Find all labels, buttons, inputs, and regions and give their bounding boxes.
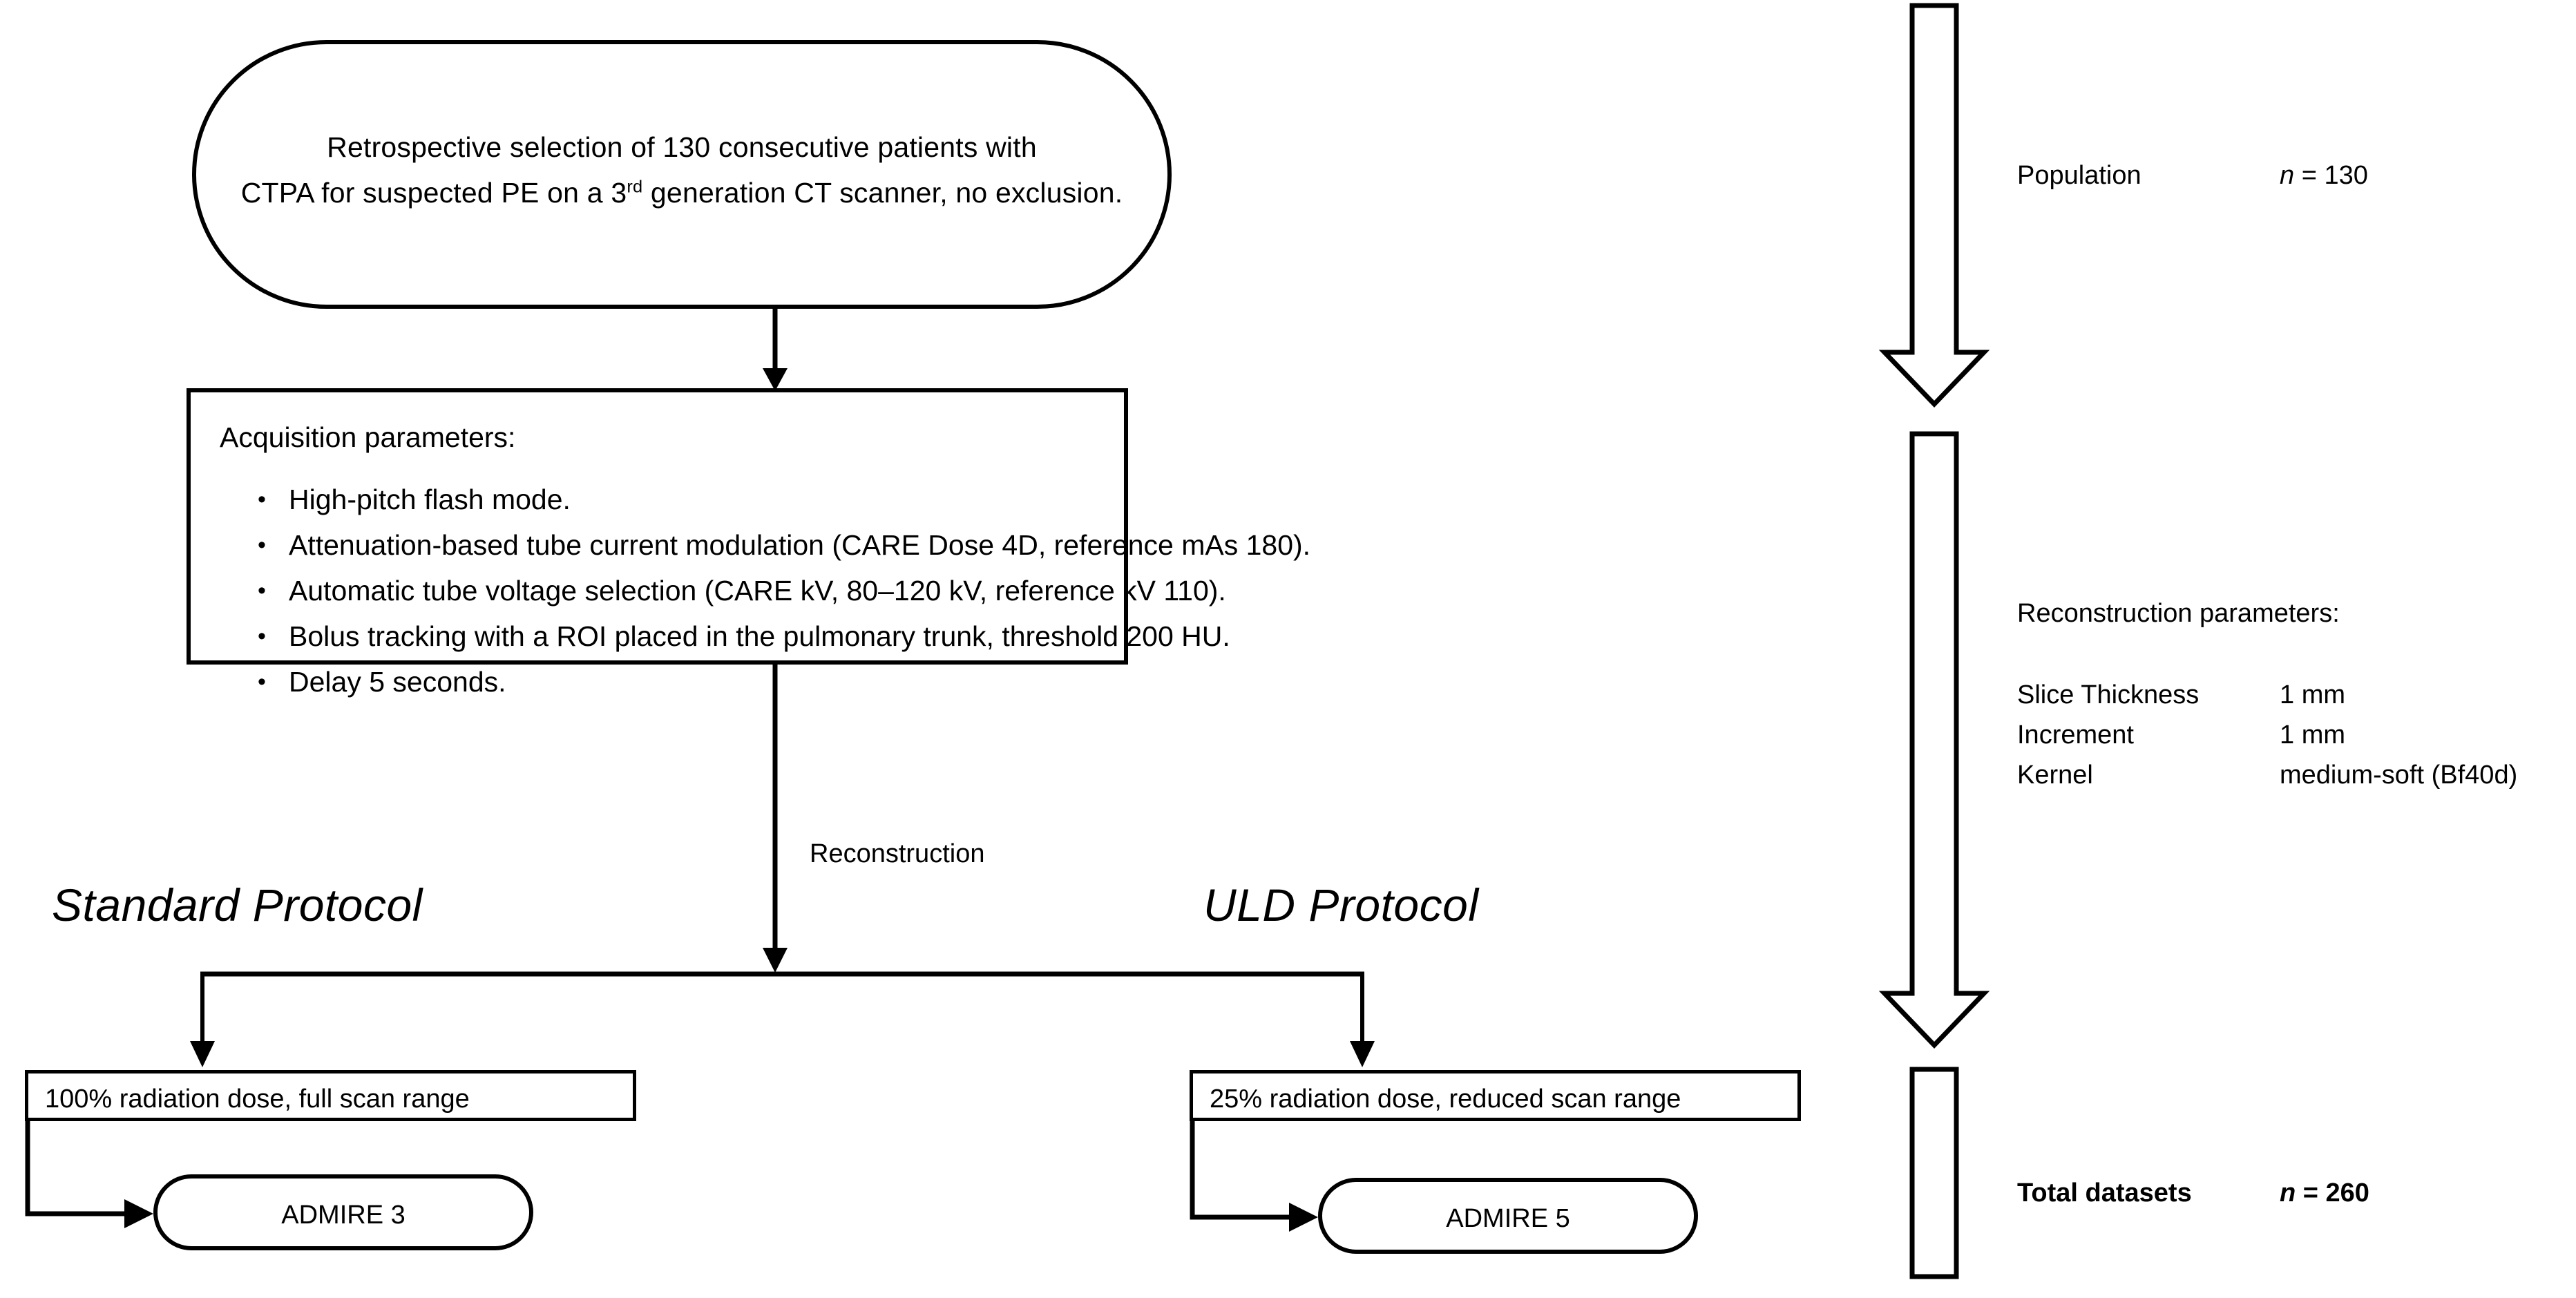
block-arrow-reconstruction bbox=[1878, 431, 1990, 1049]
node-patient-selection[interactable]: Retrospective selection of 130 consecuti… bbox=[192, 40, 1172, 309]
heading-uld-protocol: ULD Protocol bbox=[1203, 879, 1479, 930]
list-item: • Attenuation-based tube current modulat… bbox=[220, 522, 1310, 568]
edge-label-reconstruction: Reconstruction bbox=[810, 839, 985, 868]
node-admire-5[interactable]: ADMIRE 5 bbox=[1318, 1178, 1698, 1254]
admire-5-label: ADMIRE 5 bbox=[1446, 1204, 1570, 1233]
edge-uld-dose-to-admire5 bbox=[1190, 1121, 1318, 1232]
patient-selection-line-2-post: generation CT scanner, no exclusion. bbox=[642, 177, 1123, 209]
reconstruction-row-value: 1 mm bbox=[2280, 720, 2345, 750]
list-item-label: High-pitch flash mode. bbox=[289, 484, 571, 515]
list-item: • Bolus tracking with a ROI placed in th… bbox=[220, 613, 1230, 659]
patient-selection-line-1: Retrospective selection of 130 consecuti… bbox=[327, 131, 1037, 163]
total-datasets-count: = 260 bbox=[2302, 1178, 2369, 1208]
list-item: • Delay 5 seconds. bbox=[220, 659, 1104, 705]
edge-acquisition-to-split bbox=[763, 665, 788, 973]
total-datasets-value: n = 260 bbox=[2280, 1178, 2369, 1208]
node-admire-3[interactable]: ADMIRE 3 bbox=[153, 1174, 533, 1250]
block-bar-total-datasets bbox=[1909, 1067, 1959, 1279]
bullet-icon: • bbox=[258, 532, 266, 558]
reconstruction-row-key: Increment bbox=[2017, 720, 2134, 750]
reconstruction-row-value: medium-soft (Bf40d) bbox=[2280, 761, 2518, 790]
acquisition-parameters-list: • High-pitch flash mode. • Attenuation-b… bbox=[220, 477, 1310, 705]
reconstruction-row-value: 1 mm bbox=[2280, 680, 2345, 709]
edge-oval-to-acquisition bbox=[763, 309, 788, 391]
node-standard-dose[interactable]: 100% radiation dose, full scan range bbox=[25, 1070, 636, 1121]
population-value: n = 130 bbox=[2280, 161, 2368, 191]
edge-split-bar bbox=[190, 971, 1375, 1067]
bullet-icon: • bbox=[258, 623, 266, 649]
total-datasets-label: Total datasets bbox=[2017, 1178, 2192, 1208]
population-label: Population bbox=[2017, 161, 2141, 190]
node-uld-dose[interactable]: 25% radiation dose, reduced scan range bbox=[1190, 1070, 1801, 1121]
edge-standard-dose-to-admire3 bbox=[25, 1121, 153, 1228]
acquisition-parameters-title: Acquisition parameters: bbox=[220, 421, 516, 453]
bullet-icon: • bbox=[258, 578, 266, 604]
reconstruction-row-key: Kernel bbox=[2017, 761, 2093, 790]
n-symbol: n bbox=[2280, 1178, 2296, 1208]
admire-3-label: ADMIRE 3 bbox=[281, 1201, 406, 1230]
heading-standard-protocol: Standard Protocol bbox=[52, 879, 423, 930]
population-count: = 130 bbox=[2301, 161, 2368, 190]
standard-dose-label: 100% radiation dose, full scan range bbox=[45, 1085, 470, 1114]
list-item-label: Delay 5 seconds. bbox=[289, 666, 506, 698]
bullet-icon: • bbox=[258, 486, 266, 513]
reconstruction-row-key: Slice Thickness bbox=[2017, 680, 2200, 709]
list-item-label: Attenuation-based tube current modulatio… bbox=[289, 529, 1311, 561]
n-symbol: n bbox=[2280, 161, 2295, 190]
patient-selection-line-2-pre: CTPA for suspected PE on a 3 bbox=[240, 177, 627, 209]
node-acquisition-parameters[interactable]: Acquisition parameters: • High-pitch fla… bbox=[187, 388, 1310, 698]
list-item: • High-pitch flash mode. bbox=[220, 477, 1104, 522]
ordinal-suffix: rd bbox=[627, 177, 643, 197]
list-item-label: Automatic tube voltage selection (CARE k… bbox=[289, 575, 1226, 607]
block-arrow-population bbox=[1878, 3, 1990, 408]
list-item-label: Bolus tracking with a ROI placed in the … bbox=[289, 620, 1230, 652]
patient-selection-line-2: CTPA for suspected PE on a 3rd generatio… bbox=[196, 177, 1167, 209]
reconstruction-parameters-heading: Reconstruction parameters: bbox=[2017, 599, 2340, 628]
bullet-icon: • bbox=[258, 669, 266, 695]
list-item: • Automatic tube voltage selection (CARE… bbox=[220, 568, 1226, 613]
uld-dose-label: 25% radiation dose, reduced scan range bbox=[1210, 1085, 1681, 1114]
